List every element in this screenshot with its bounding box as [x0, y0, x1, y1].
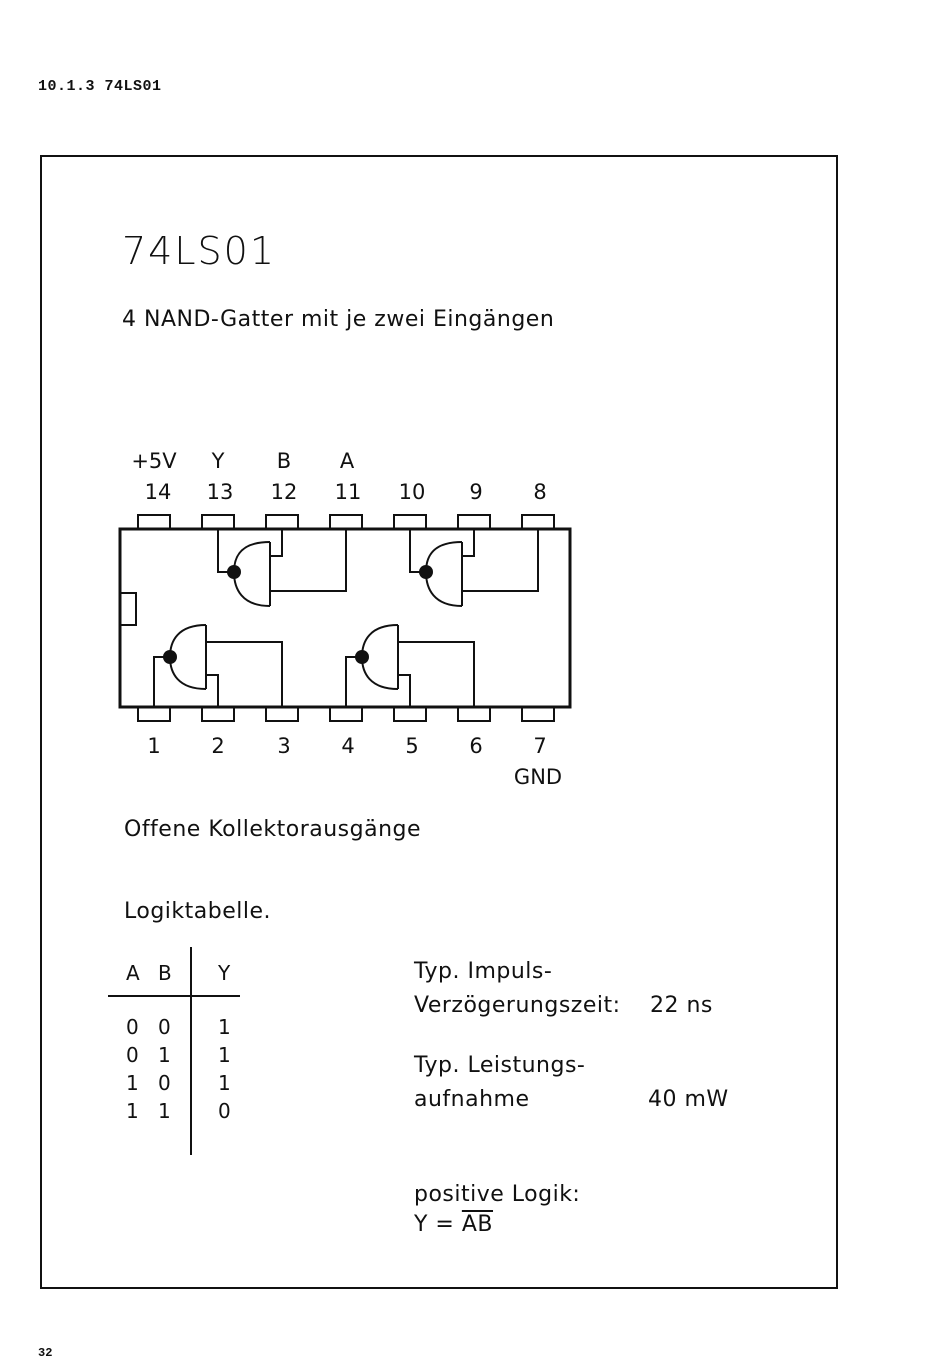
datasheet-frame: 74LS01 4 NAND-Gatter mit je zwei Eingäng…: [40, 155, 838, 1289]
pinout-diagram: +5V Y B A 14 13 12 11 10 9 8 1 2 3 4 5 6…: [118, 449, 572, 789]
chip-description: 4 NAND-Gatter mit je zwei Eingängen: [122, 307, 555, 332]
power-value: 40 mW: [648, 1087, 729, 1112]
pin-number-10: 10: [399, 480, 426, 504]
section-header: 10.1.3 74LS01: [38, 78, 162, 95]
table-cell: 1: [158, 1043, 171, 1067]
inversion-bubbles: [163, 565, 433, 664]
pin-number-4: 4: [341, 734, 354, 758]
pin-number-5: 5: [405, 734, 418, 758]
delay-value: 22 ns: [650, 993, 713, 1018]
table-header-b: B: [158, 961, 172, 985]
open-collector-note: Offene Kollektorausgänge: [124, 817, 422, 842]
pin-number-13: 13: [207, 480, 234, 504]
table-cell: 1: [218, 1043, 231, 1067]
chip-notch: [119, 592, 137, 626]
delay-label-line2: Verzögerungszeit:: [414, 993, 621, 1018]
table-cell: 1: [158, 1099, 171, 1123]
table-cell: 1: [126, 1071, 139, 1095]
pin-number-3: 3: [277, 734, 290, 758]
pin-number-6: 6: [469, 734, 482, 758]
table-cell: 0: [158, 1015, 171, 1039]
pin-number-2: 2: [211, 734, 224, 758]
pin-number-8: 8: [533, 480, 546, 504]
truth-table: A B Y 0 0 1 0 1 1 1 0 1 1 1 0: [108, 947, 242, 1157]
logic-label: positive Logik:: [414, 1182, 581, 1207]
power-label-line2: aufnahme: [414, 1087, 530, 1112]
pin-number-14: 14: [145, 480, 172, 504]
table-header-y: Y: [218, 961, 231, 985]
table-header-a: A: [126, 961, 140, 985]
pin-label-y: Y: [211, 449, 225, 473]
table-cell: 0: [126, 1015, 139, 1039]
chip-title: 74LS01: [122, 229, 276, 273]
gnd-label: GND: [514, 765, 562, 789]
table-cell: 1: [218, 1015, 231, 1039]
equation-overline-term: AB: [461, 1212, 494, 1237]
table-cell: 0: [126, 1043, 139, 1067]
table-cell: 1: [126, 1099, 139, 1123]
pin-number-12: 12: [271, 480, 298, 504]
power-label-line1: Typ. Leistungs-: [414, 1053, 586, 1078]
delay-label-line1: Typ. Impuls-: [414, 959, 553, 984]
internal-wiring: [153, 529, 539, 707]
table-cell: 1: [218, 1071, 231, 1095]
table-cell: 0: [158, 1071, 171, 1095]
pin-pads: [137, 514, 555, 722]
pin-number-9: 9: [469, 480, 482, 504]
pin-label-a: A: [340, 449, 355, 473]
table-vertical-rule: [190, 947, 192, 1155]
pin-label-b: B: [277, 449, 291, 473]
logic-table-title: Logiktabelle.: [124, 899, 272, 924]
pin-number-11: 11: [335, 480, 362, 504]
logic-equation: Y = AB: [414, 1212, 493, 1237]
page-number: 32: [38, 1346, 53, 1360]
pin-number-7: 7: [533, 734, 546, 758]
pin-label-vcc: +5V: [131, 449, 177, 473]
pin-number-1: 1: [147, 734, 160, 758]
table-cell: 0: [218, 1099, 231, 1123]
equation-prefix: Y =: [414, 1212, 462, 1237]
table-horizontal-rule: [108, 995, 240, 997]
